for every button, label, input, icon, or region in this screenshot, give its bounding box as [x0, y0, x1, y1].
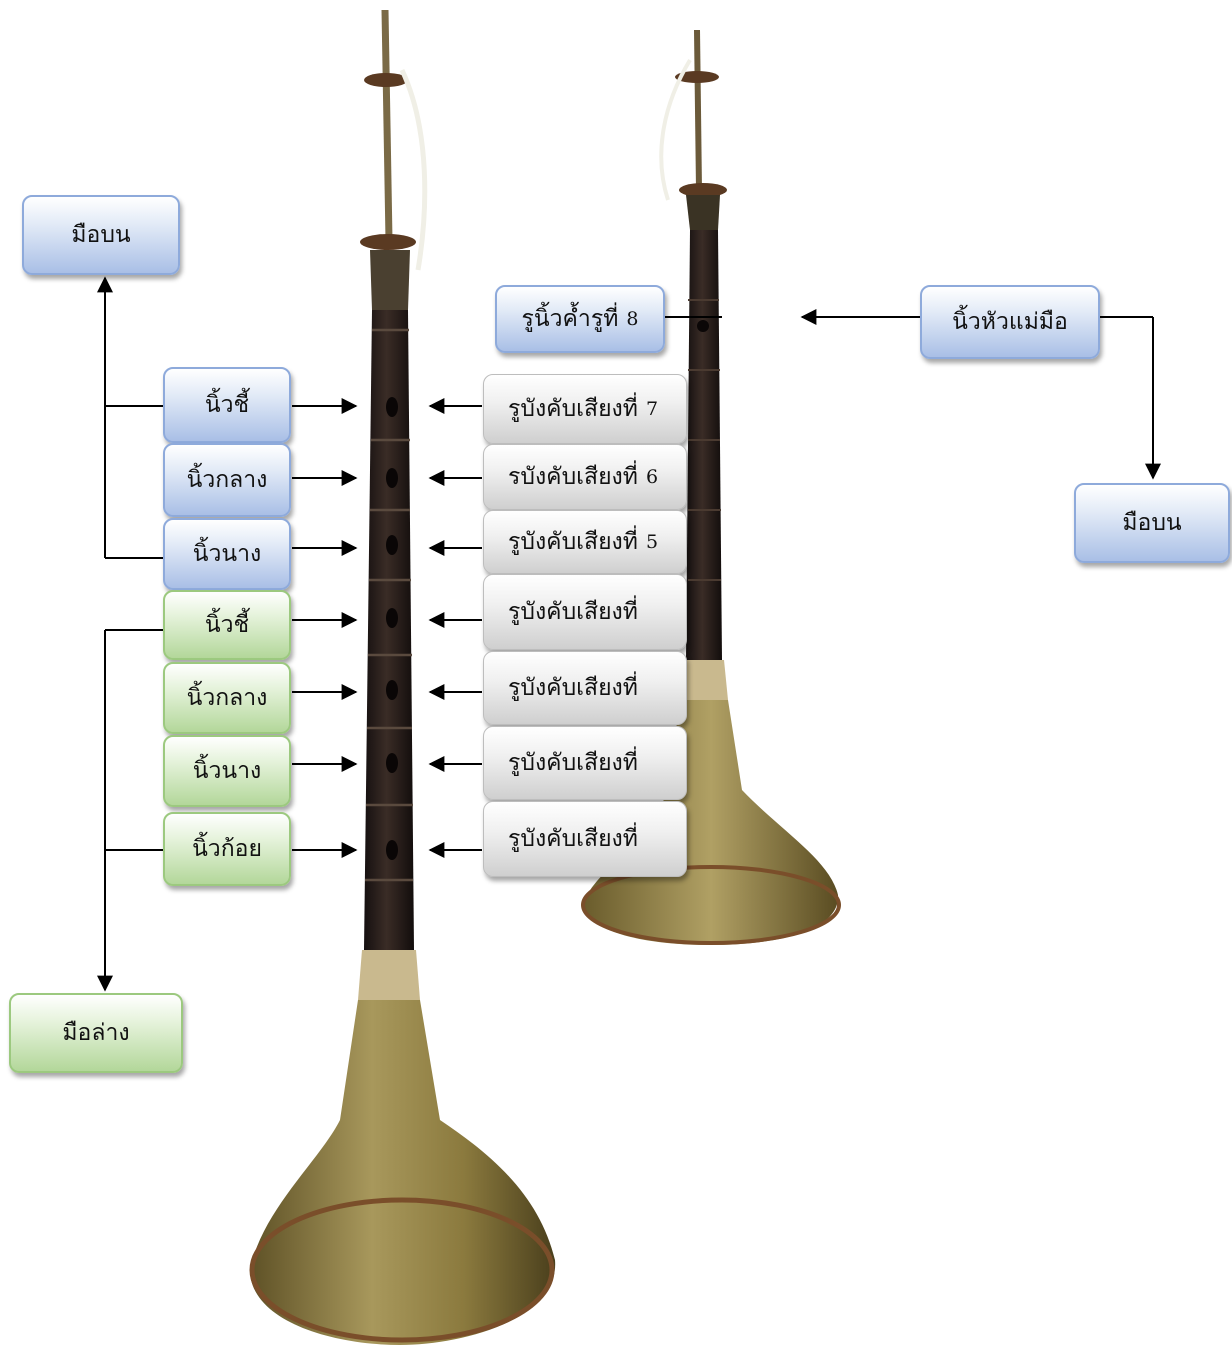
front-instrument-illustration: [249, 9, 556, 1345]
hole-label-7: รูบังคับเสียงที่ 7: [483, 374, 687, 444]
hole-label-text: รูบังคับเสียงที่: [508, 396, 638, 422]
hole-label-6: รบังคับเสียงที่ 6: [483, 444, 687, 510]
hole-label-1: รูบังคับเสียงที่: [483, 801, 687, 877]
thumb-hole-label: รูนิ้วค้ำรูที่ 8: [495, 285, 665, 353]
thumb-finger: นิ้วหัวแม่มือ: [920, 285, 1100, 359]
hole-label-text: รบังคับเสียงที่: [508, 464, 638, 490]
lower-ring-finger: นิ้วนาง: [163, 735, 291, 807]
hole-label-3: รูบังคับเสียงที่: [483, 651, 687, 725]
upper-hand-label-left: มือบน: [22, 195, 180, 275]
upper-middle-finger: นิ้วกลาง: [163, 443, 291, 517]
lower-middle-finger: นิ้วกลาง: [163, 662, 291, 734]
lower-pinky-finger: นิ้วก้อย: [163, 812, 291, 886]
hole-label-text: รูบังคับเสียงที่: [508, 675, 638, 701]
upper-index-finger: นิ้วชี้: [163, 367, 291, 443]
thumb-hole-number: 8: [626, 308, 639, 330]
hole-label-text: รูบังคับเสียงที่: [508, 826, 638, 852]
back-instrument-illustration: [581, 29, 841, 945]
hole-label-2: รูบังคับเสียงที่: [483, 726, 687, 800]
hole-label-text: รูบังคับเสียงที่: [508, 529, 638, 555]
connector-lines: [97, 276, 1161, 992]
upper-hand-label-right: มือบน: [1074, 483, 1230, 563]
hole-label-5: รูบังคับเสียงที่ 5: [483, 510, 687, 574]
hole-label-text: รูบังคับเสียงที่: [508, 599, 638, 625]
hole-number: 5: [645, 531, 659, 553]
thumb-hole-text: รูนิ้วค้ำรูที่: [521, 306, 619, 332]
hole-number: 6: [645, 466, 659, 488]
lower-index-finger: นิ้วชี้: [163, 590, 291, 660]
hole-label-text: รูบังคับเสียงที่: [508, 750, 638, 776]
upper-ring-finger: นิ้วนาง: [163, 518, 291, 590]
hole-number: 7: [645, 398, 659, 420]
lower-hand-label: มือล่าง: [9, 993, 183, 1073]
hole-label-4: รูบังคับเสียงที่: [483, 574, 687, 650]
